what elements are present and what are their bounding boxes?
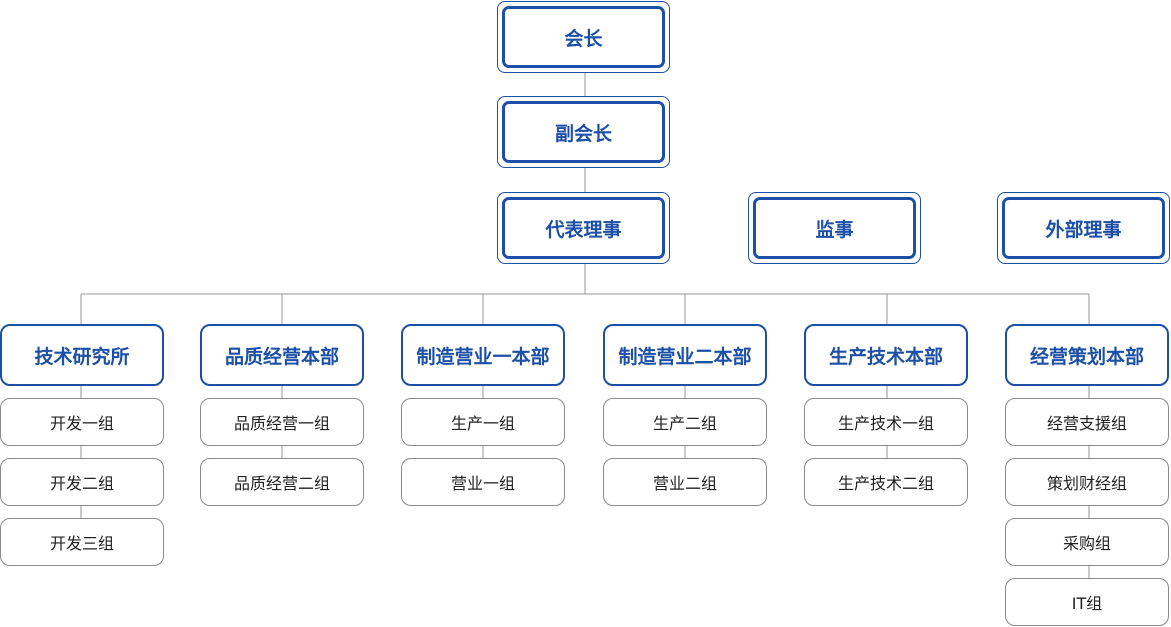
team-box: 品质经营二组 <box>200 458 364 506</box>
team-box: 生产技术二组 <box>804 458 968 506</box>
department-manufacturing-sales-1: 制造营业一本部 <box>401 324 565 386</box>
team-box: 生产二组 <box>603 398 767 446</box>
chairman-box: 会长 <box>497 1 670 73</box>
team-box: 生产一组 <box>401 398 565 446</box>
team-box: 营业一组 <box>401 458 565 506</box>
team-box: 采购组 <box>1005 518 1169 566</box>
team-box: 生产技术一组 <box>804 398 968 446</box>
vice-chairman-box: 副会长 <box>497 96 670 168</box>
department-manufacturing-sales-2: 制造营业二本部 <box>603 324 767 386</box>
outside-director-label: 外部理事 <box>1002 197 1165 259</box>
representative-director-label: 代表理事 <box>502 197 665 259</box>
department-quality-management: 品质经营本部 <box>200 324 364 386</box>
team-box: 策划财经组 <box>1005 458 1169 506</box>
department-production-technology: 生产技术本部 <box>804 324 968 386</box>
representative-director-box: 代表理事 <box>497 192 670 264</box>
team-box: 开发二组 <box>0 458 164 506</box>
team-box: 营业二组 <box>603 458 767 506</box>
team-box: 经营支援组 <box>1005 398 1169 446</box>
outside-director-box: 外部理事 <box>997 192 1170 264</box>
department-tech-research: 技术研究所 <box>0 324 164 386</box>
team-box: 品质经营一组 <box>200 398 364 446</box>
chairman-label: 会长 <box>502 6 665 68</box>
team-box: 开发三组 <box>0 518 164 566</box>
auditor-box: 监事 <box>748 192 921 264</box>
department-business-planning: 经营策划本部 <box>1005 324 1169 386</box>
team-box: IT组 <box>1005 578 1169 626</box>
team-box: 开发一组 <box>0 398 164 446</box>
vice-chairman-label: 副会长 <box>502 101 665 163</box>
auditor-label: 监事 <box>753 197 916 259</box>
